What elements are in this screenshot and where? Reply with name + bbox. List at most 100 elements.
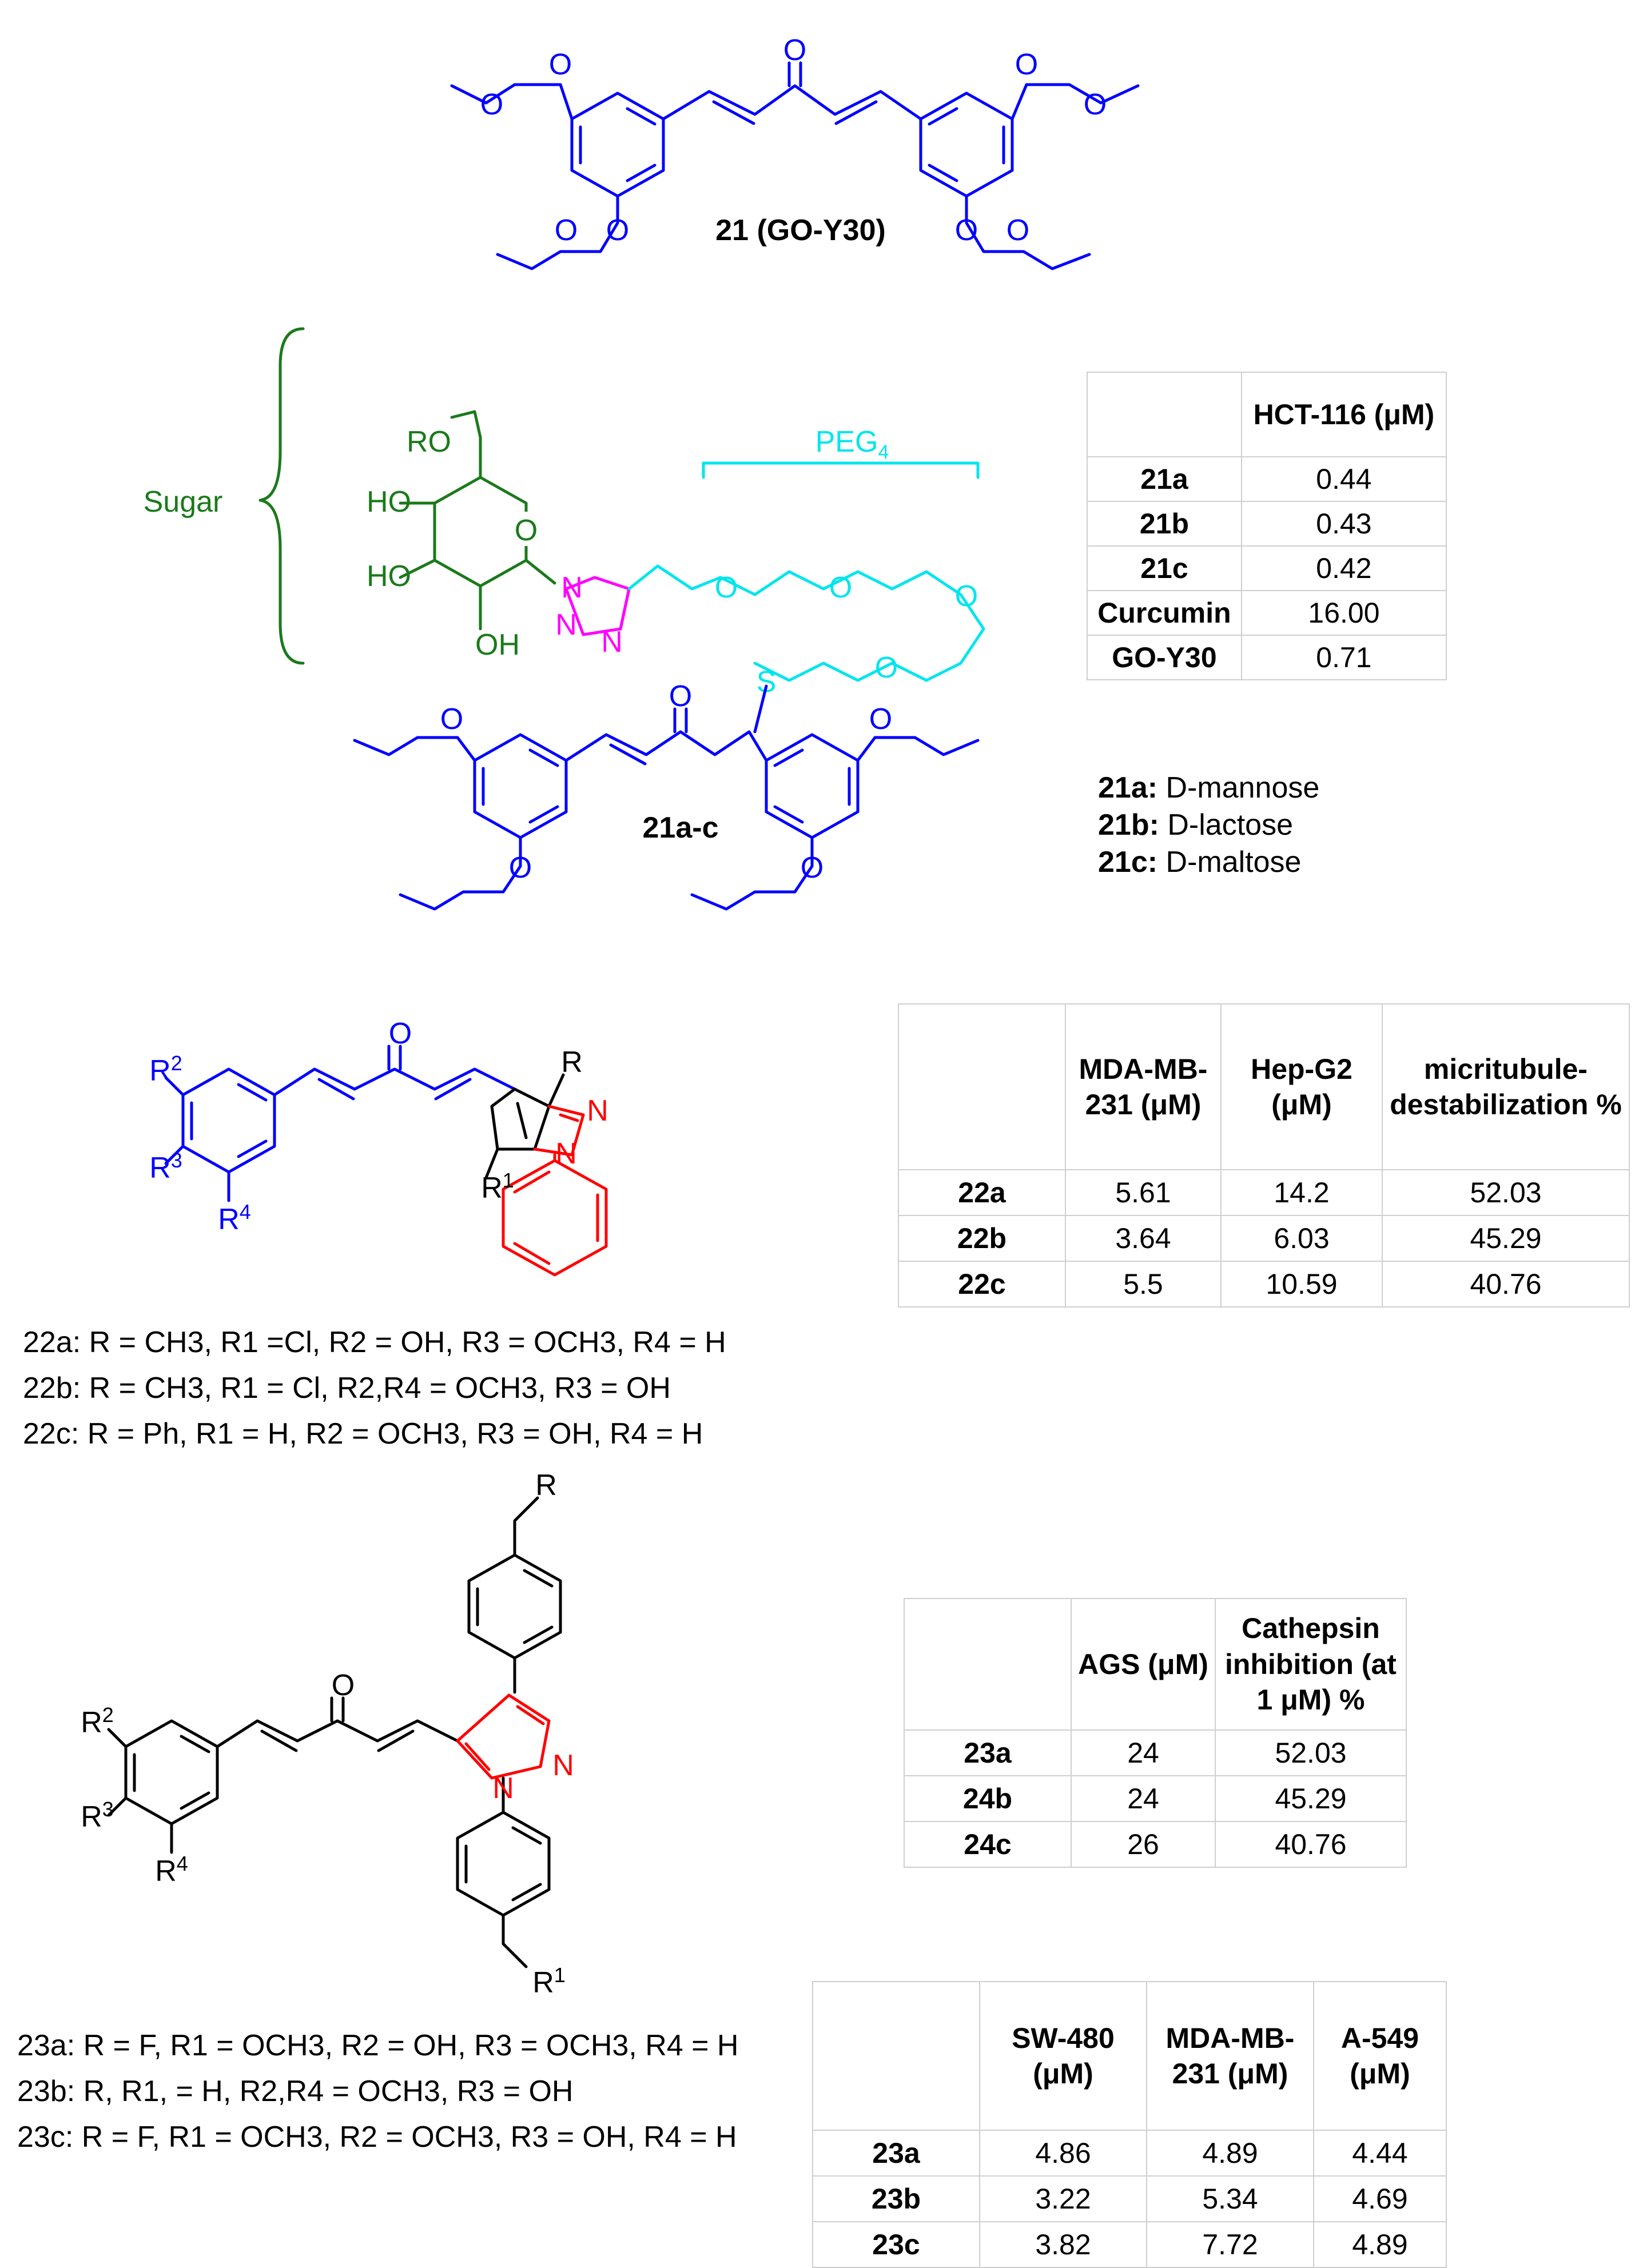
table-cell: 5.61 bbox=[1065, 1169, 1222, 1216]
r1-label-22: R1 bbox=[481, 1169, 514, 1205]
r3-label-23: R3 bbox=[81, 1797, 114, 1833]
sugar-brace bbox=[258, 327, 305, 665]
table-cell: Curcumin bbox=[1087, 590, 1242, 636]
table-cell: 3.22 bbox=[979, 2175, 1147, 2222]
ether-o-21-e: O bbox=[1015, 48, 1038, 81]
carbonyl-o-21: O bbox=[783, 34, 806, 67]
table-cell: 23c bbox=[812, 2221, 980, 2268]
table-cell: 0.43 bbox=[1240, 501, 1447, 547]
table-cell: 45.29 bbox=[1382, 1215, 1630, 1262]
table-cell: 23a bbox=[904, 1729, 1072, 1776]
table-cell: 5.34 bbox=[1146, 2175, 1314, 2222]
def-23a: 23a: R = F, R1 = OCH3, R2 = OH, R3 = OCH… bbox=[17, 2029, 738, 2062]
table-cell: 24 bbox=[1071, 1729, 1216, 1776]
triazole-ring bbox=[564, 576, 631, 636]
ether-o-21ac-c: O bbox=[869, 703, 892, 736]
ho-label-2: HO bbox=[367, 560, 411, 593]
triazole-n2: N bbox=[555, 608, 577, 641]
compound-21ac-label: 21a-c bbox=[643, 811, 719, 844]
def-22b: 22b: R = CH3, R1 = Cl, R2,R4 = OCH3, R3 … bbox=[23, 1372, 671, 1405]
peg-o-2: O bbox=[829, 571, 852, 604]
sugar-ring bbox=[399, 410, 556, 631]
table-cell: 7.72 bbox=[1146, 2221, 1314, 2268]
table-cell: 4.44 bbox=[1313, 2130, 1447, 2177]
pyrazole-n1-22: N bbox=[587, 1094, 608, 1127]
r-label-23: R bbox=[535, 1469, 557, 1502]
table-cell: 24 bbox=[1071, 1775, 1216, 1822]
oh-label: OH bbox=[475, 628, 520, 661]
compound-21-structure bbox=[450, 61, 1140, 270]
table-cell: 4.69 bbox=[1313, 2175, 1447, 2222]
ro-label: RO bbox=[407, 425, 451, 459]
table-cell: 4.89 bbox=[1313, 2221, 1447, 2268]
pyrazole-n1-23: N bbox=[552, 1749, 574, 1782]
ring-o: O bbox=[515, 514, 538, 547]
table-cell: 24c bbox=[904, 1821, 1072, 1868]
ether-o-21-f: O bbox=[1084, 88, 1107, 121]
table-header: micritubule-destabilization % bbox=[1382, 1003, 1630, 1170]
carbonyl-o-23: O bbox=[332, 1669, 355, 1702]
sugar-legend-item: 21a: D-mannose bbox=[1098, 771, 1319, 804]
table-cell: 22c bbox=[898, 1261, 1066, 1308]
pyrazole-n2-23: N bbox=[492, 1772, 514, 1805]
peg-label: PEG4 bbox=[815, 425, 889, 463]
triazole-n1: N bbox=[561, 571, 583, 604]
table-cell: 21c bbox=[1087, 545, 1242, 591]
ether-o-21-h: O bbox=[1006, 214, 1029, 247]
table-cell: 14.2 bbox=[1220, 1169, 1383, 1216]
def-22a: 22a: R = CH3, R1 =Cl, R2 = OH, R3 = OCH3… bbox=[23, 1326, 726, 1359]
compound-21-label: 21 (GO-Y30) bbox=[715, 214, 886, 247]
table-cell: 22b bbox=[898, 1215, 1066, 1262]
table-cell: 40.76 bbox=[1215, 1821, 1407, 1868]
table-cell: 4.89 bbox=[1146, 2130, 1314, 2177]
table-header bbox=[904, 1598, 1072, 1731]
hct116-table: HCT-116 (μM) 21a 0.44 21b 0.43 21c 0.42 … bbox=[1087, 372, 1447, 680]
table-cell: 3.82 bbox=[979, 2221, 1147, 2268]
compound-22-structure bbox=[164, 1045, 608, 1277]
sugar-legend-item: 21b: D-lactose bbox=[1098, 808, 1293, 842]
table-header bbox=[898, 1003, 1066, 1170]
peg-o-4: O bbox=[875, 651, 898, 684]
pyrazole-n2-22: N bbox=[555, 1137, 577, 1170]
table-header: AGS (μM) bbox=[1071, 1598, 1216, 1731]
sugar-legend: 21a: D-mannose 21b: D-lactose 21c: D-mal… bbox=[1098, 771, 1319, 879]
ether-o-21-g: O bbox=[955, 214, 978, 247]
table-cell: 21a bbox=[1087, 456, 1242, 502]
table-header bbox=[812, 1981, 980, 2131]
table-cell: GO-Y30 bbox=[1087, 635, 1242, 680]
table-header bbox=[1087, 372, 1242, 457]
compound-23-structure bbox=[107, 1496, 562, 1968]
r4-label-23: R4 bbox=[155, 1852, 188, 1888]
table-header: SW-480 (μM) bbox=[979, 1981, 1147, 2131]
table-cell: 23a bbox=[812, 2130, 980, 2177]
sugar-label: Sugar bbox=[144, 485, 223, 519]
r-label-22: R bbox=[561, 1046, 583, 1079]
mda-hepg2-table: MDA-MB-231 (μM) Hep-G2 (μM) micritubule-… bbox=[898, 1003, 1630, 1308]
ether-o-21-d: O bbox=[555, 214, 578, 247]
table-cell: 26 bbox=[1071, 1821, 1216, 1868]
r2-label-22: R2 bbox=[149, 1051, 182, 1087]
compound-23-definitions: 23a: R = F, R1 = OCH3, R2 = OH, R3 = OCH… bbox=[17, 2029, 738, 2154]
ether-o-21-b: O bbox=[480, 88, 503, 121]
table-cell: 22a bbox=[898, 1169, 1066, 1216]
table-header: MDA-MB-231 (μM) bbox=[1065, 1003, 1222, 1170]
ags-cathepsin-table: AGS (μM) Cathepsin inhibition (at 1 μM) … bbox=[904, 1598, 1407, 1868]
s-label: S bbox=[757, 665, 777, 699]
carbonyl-o-22: O bbox=[389, 1017, 412, 1050]
ether-o-21-a: O bbox=[549, 48, 572, 81]
table-header: HCT-116 (μM) bbox=[1240, 372, 1447, 457]
r4-label-22: R4 bbox=[218, 1200, 251, 1236]
def-23b: 23b: R, R1, = H, R2,R4 = OCH3, R3 = OH bbox=[17, 2075, 574, 2108]
table-cell: 16.00 bbox=[1240, 590, 1447, 636]
sugar-legend-item: 21c: D-maltose bbox=[1098, 846, 1301, 879]
table-cell: 6.03 bbox=[1220, 1215, 1383, 1262]
table-header: MDA-MB-231 (μM) bbox=[1146, 1981, 1314, 2131]
table-cell: 21b bbox=[1087, 501, 1242, 547]
table-cell: 24b bbox=[904, 1775, 1072, 1822]
peg-o-1: O bbox=[715, 571, 738, 604]
table-cell: 0.42 bbox=[1240, 545, 1447, 591]
sw480-a549-table: SW-480 (μM) MDA-MB-231 (μM) A-549 (μM) 2… bbox=[812, 1981, 1447, 2268]
ether-o-21ac-a: O bbox=[440, 703, 463, 736]
compound-22-definitions: 22a: R = CH3, R1 =Cl, R2 = OH, R3 = OCH3… bbox=[23, 1326, 726, 1450]
